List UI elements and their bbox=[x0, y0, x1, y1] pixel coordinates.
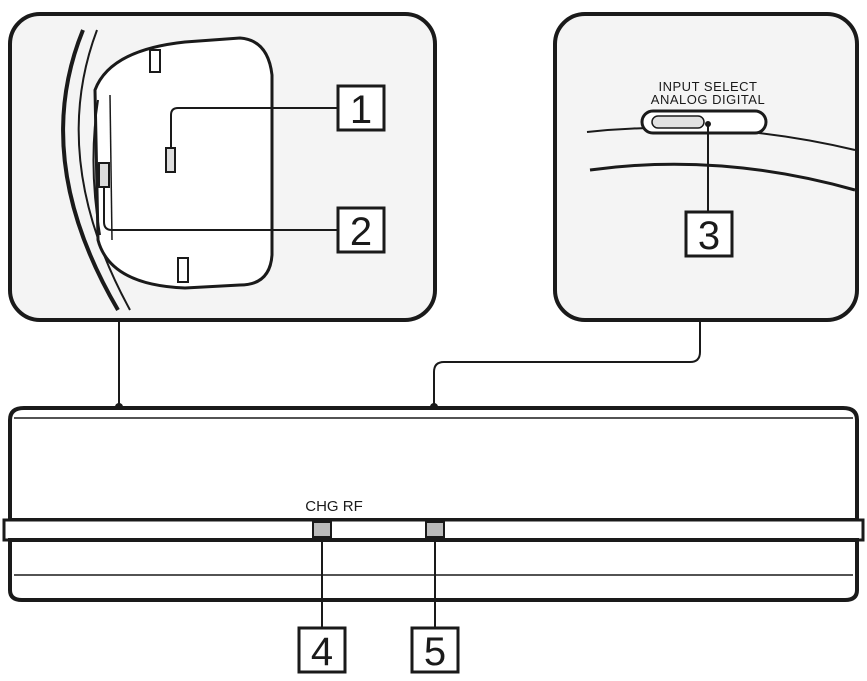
switch-label-bottom: ANALOG DIGITAL bbox=[651, 92, 765, 107]
switch-knob bbox=[651, 115, 705, 129]
callout-box-1 bbox=[336, 84, 386, 132]
callout-box-2 bbox=[336, 206, 386, 254]
ear-cup-edge bbox=[92, 99, 101, 236]
band-outer-arc bbox=[61, 29, 120, 312]
left-detail-panel: 1 2 bbox=[8, 12, 437, 322]
rf-indicator bbox=[425, 521, 445, 538]
housing-arc-bottom bbox=[589, 162, 856, 192]
ear-cup-seam bbox=[109, 94, 113, 241]
base-unit: CHG RF bbox=[2, 406, 865, 628]
base-top-body bbox=[8, 406, 859, 522]
base-port-label: CHG RF bbox=[305, 498, 363, 515]
callout-box-4 bbox=[297, 626, 347, 674]
ear-cup-body bbox=[93, 36, 274, 290]
callout-box-5 bbox=[410, 626, 460, 674]
callout-label-2: 2 bbox=[350, 210, 372, 254]
bottom-slot bbox=[177, 257, 189, 283]
callout-label-4: 4 bbox=[311, 630, 333, 674]
leader-line-1 bbox=[170, 107, 338, 148]
connector-right bbox=[433, 320, 701, 405]
chg-indicator bbox=[312, 521, 332, 538]
top-slot bbox=[149, 49, 161, 73]
base-lower-body bbox=[8, 538, 859, 602]
side-switch bbox=[98, 162, 110, 188]
callout-label-1: 1 bbox=[350, 88, 372, 132]
callout-box-3 bbox=[684, 210, 734, 258]
right-panel-frame bbox=[553, 12, 859, 322]
right-detail-panel: INPUT SELECT ANALOG DIGITAL 3 bbox=[553, 12, 859, 322]
band-inner-arc bbox=[77, 29, 131, 311]
power-button bbox=[165, 147, 176, 173]
switch-label-top: INPUT SELECT bbox=[659, 79, 758, 94]
callout-label-3: 3 bbox=[698, 214, 720, 258]
callout-label-5: 5 bbox=[424, 630, 446, 674]
leader-line-2 bbox=[103, 187, 338, 231]
